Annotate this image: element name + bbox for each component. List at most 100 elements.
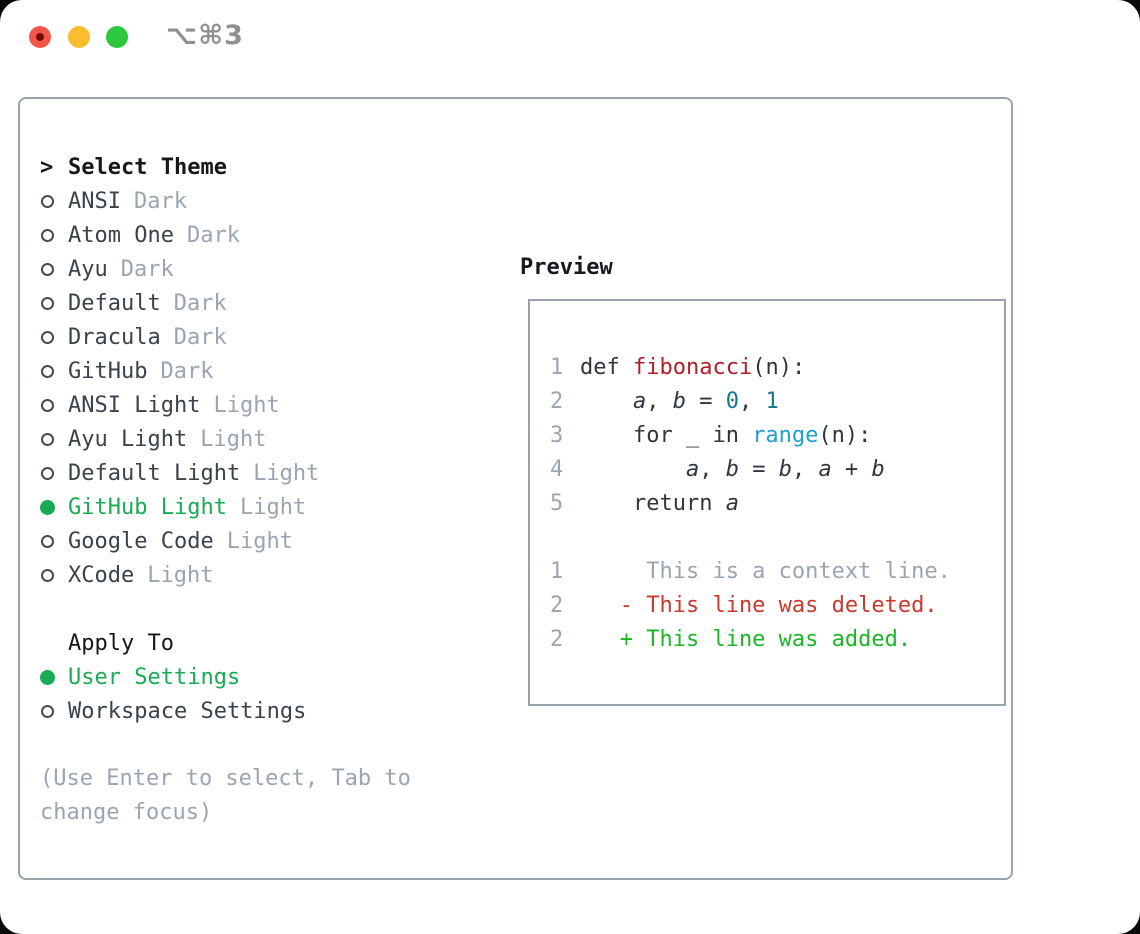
keyboard-hint: (Use Enter to select, Tab to change focu…: [40, 766, 411, 825]
line-number: 1: [550, 558, 564, 584]
code-token-plain: (n):: [752, 354, 806, 380]
code-token-builtin: range: [752, 422, 819, 448]
code-token-plain: =: [685, 388, 726, 414]
code-token-var: b: [725, 456, 739, 482]
theme-name-label: GitHub Light: [68, 494, 227, 520]
code-token-del: - This line was deleted.: [580, 592, 938, 618]
radio-icon: [40, 364, 68, 378]
code-token-plain: =: [738, 456, 779, 482]
theme-option-ayu[interactable]: Ayu Dark: [40, 252, 480, 286]
radio-selected-icon: [40, 499, 68, 515]
close-button[interactable]: [29, 26, 51, 48]
apply-option-label: Workspace Settings: [68, 698, 307, 724]
preview-line-code: 5 return a: [550, 486, 1004, 520]
line-number: 3: [550, 422, 564, 448]
select-theme-title: Select Theme: [68, 154, 227, 180]
theme-variant-label: Light: [213, 392, 280, 418]
radio-icon: [40, 398, 68, 412]
radio-icon: [40, 194, 68, 208]
theme-option-atom-one[interactable]: Atom One Dark: [40, 218, 480, 252]
theme-name-label: ANSI: [68, 188, 121, 214]
theme-name-label: GitHub: [68, 358, 148, 384]
theme-name-label: Atom One: [68, 222, 174, 248]
theme-name-label: Google Code: [68, 528, 214, 554]
code-token-plain: ,: [738, 388, 766, 414]
code-token-func: fibonacci: [632, 354, 753, 380]
apply-option-user-settings[interactable]: User Settings: [40, 660, 480, 694]
window-shortcut-label: ⌥⌘3: [166, 20, 244, 51]
code-token-var: a: [632, 388, 647, 414]
theme-name-label: Default: [68, 290, 161, 316]
theme-option-ansi[interactable]: ANSI Dark: [40, 184, 480, 218]
select-theme-header: > Select Theme: [40, 150, 480, 184]
prompt-icon: >: [40, 154, 54, 180]
radio-selected-icon: [40, 669, 68, 685]
code-token-var: b: [672, 388, 686, 414]
theme-name-label: Ayu: [68, 256, 108, 282]
theme-name-label: Ayu Light: [68, 426, 188, 452]
theme-variant-label: Dark: [173, 324, 227, 350]
code-token-plain: +: [831, 456, 872, 482]
code-token-plain: def: [580, 354, 633, 380]
code-token-add: + This line was added.: [580, 626, 912, 652]
preview-line-code: 1 def fibonacci(n):: [550, 350, 1004, 384]
theme-name-label: ANSI Light: [68, 392, 201, 418]
line-number: 2: [550, 626, 564, 652]
line-number: 2: [550, 388, 564, 414]
close-dot-icon: [36, 33, 44, 41]
code-token-context: This is a context line.: [580, 558, 951, 584]
apply-option-label: User Settings: [68, 664, 241, 690]
code-token-num: 0: [725, 388, 739, 414]
code-token-plain: return: [580, 490, 726, 516]
radio-icon: [40, 466, 68, 480]
theme-variant-label: Dark: [186, 222, 240, 248]
theme-option-ansi-light[interactable]: ANSI Light Light: [40, 388, 480, 422]
preview-line-added: 2 + This line was added.: [550, 622, 1004, 656]
theme-variant-label: Light: [239, 494, 307, 520]
theme-option-github-light[interactable]: GitHub Light Light: [40, 490, 480, 524]
radio-icon: [40, 568, 68, 582]
code-token-plain: [580, 389, 633, 414]
preview-line-context: 1 This is a context line.: [550, 554, 1004, 588]
radio-icon: [40, 330, 68, 344]
code-token-plain: for _ in: [580, 422, 753, 448]
theme-variant-label: Light: [147, 562, 214, 588]
code-token-plain: (n):: [818, 422, 872, 448]
radio-icon: [40, 432, 68, 446]
radio-icon: [40, 296, 68, 310]
code-token-plain: ,: [791, 456, 819, 482]
radio-icon: [40, 704, 68, 718]
title-bar: ⌥⌘3: [0, 0, 1140, 75]
minimize-button[interactable]: [68, 26, 90, 48]
line-number: 2: [550, 592, 564, 618]
preview-line-blank: [550, 520, 1004, 554]
code-token-var: b: [778, 456, 792, 482]
preview-line-code: 4 a, b = b, a + b: [550, 452, 1004, 486]
theme-variant-label: Dark: [120, 256, 174, 282]
code-token-var: a: [725, 490, 739, 516]
preview-line-code: 2 a, b = 0, 1: [550, 384, 1004, 418]
theme-variant-label: Dark: [133, 188, 187, 214]
apply-to-header: Apply To: [40, 626, 480, 660]
radio-icon: [40, 262, 68, 276]
apply-option-workspace-settings[interactable]: Workspace Settings: [40, 694, 480, 728]
line-number: 1: [550, 354, 564, 380]
code-token-num: 1: [765, 388, 779, 414]
code-token-plain: ,: [646, 388, 673, 414]
code-token-plain: ,: [699, 456, 726, 482]
code-token-plain: [580, 457, 686, 482]
apply-to-title: Apply To: [68, 630, 174, 656]
zoom-button[interactable]: [106, 26, 128, 48]
